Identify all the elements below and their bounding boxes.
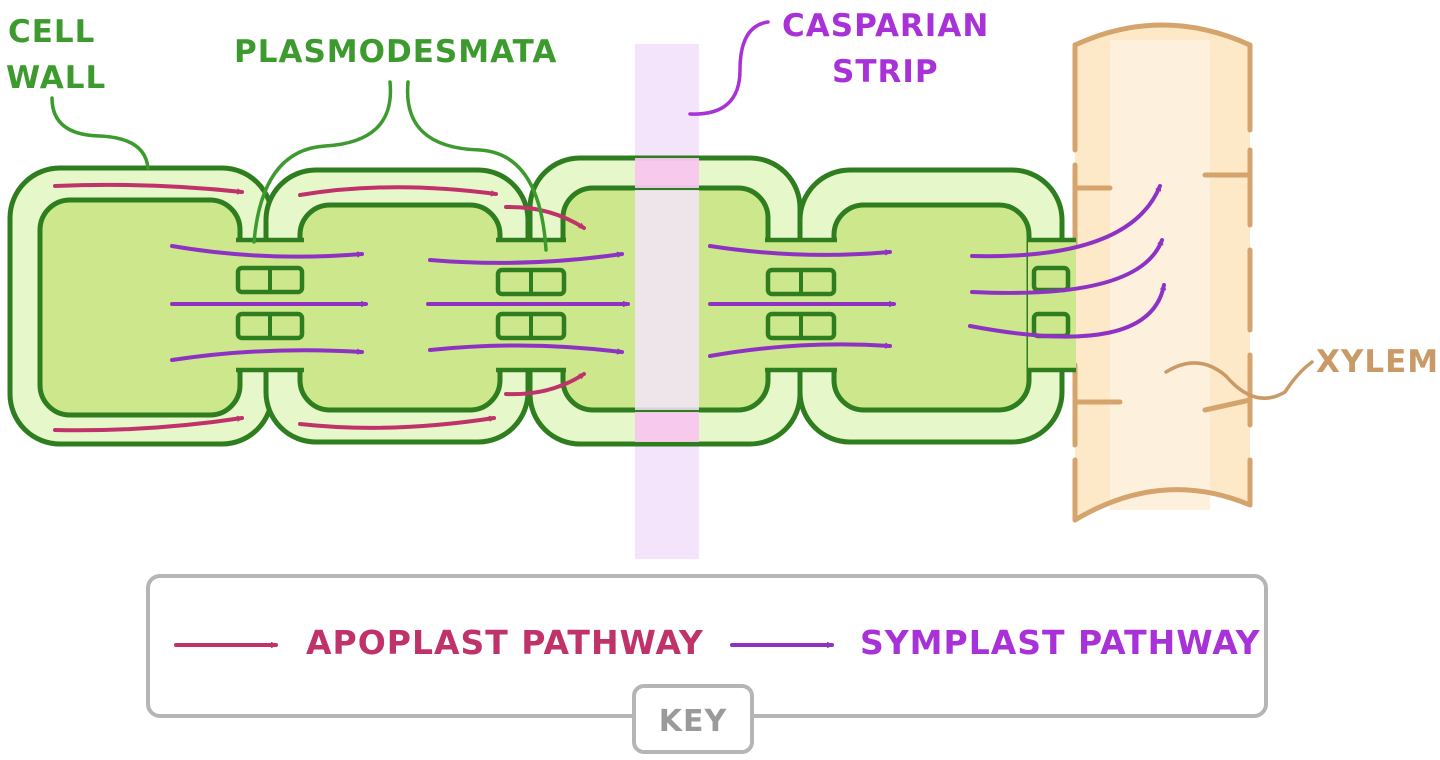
cell-wall-label-line1: CELL [8, 14, 95, 50]
xylem-leader [1164, 360, 1314, 400]
key-apoplast-label: APOPLAST PATHWAY [306, 623, 704, 662]
plasmodesmata-leader-left [252, 80, 393, 244]
casparian-strip-bottom [635, 412, 699, 442]
plasmodesmata-junction-4 [1028, 237, 1076, 373]
casparian-strip-inner [635, 190, 699, 410]
xylem-vessel [1072, 22, 1253, 523]
key-title: KEY [659, 704, 728, 739]
casparian-label-line1: CASPARIAN [782, 8, 989, 44]
plasmodesmata-label: PLASMODESMATA [234, 34, 557, 70]
casparian-leader [688, 20, 770, 116]
cell-wall-label-line2: WALL [6, 60, 106, 96]
key-symplast-label: SYMPLAST PATHWAY [860, 623, 1261, 662]
key-box: APOPLAST PATHWAY SYMPLAST PATHWAY KEY [146, 574, 1268, 754]
casparian-label-line2: STRIP [832, 54, 939, 90]
xylem-label: XYLEM [1316, 344, 1439, 380]
apoplast-arrows [53, 182, 586, 433]
symplast-arrows [170, 184, 1164, 362]
casparian-strip-top [635, 158, 699, 188]
plasmodesmata-leader-right [405, 80, 548, 252]
cell-wall-leader [50, 96, 150, 170]
key-tab [632, 684, 754, 754]
